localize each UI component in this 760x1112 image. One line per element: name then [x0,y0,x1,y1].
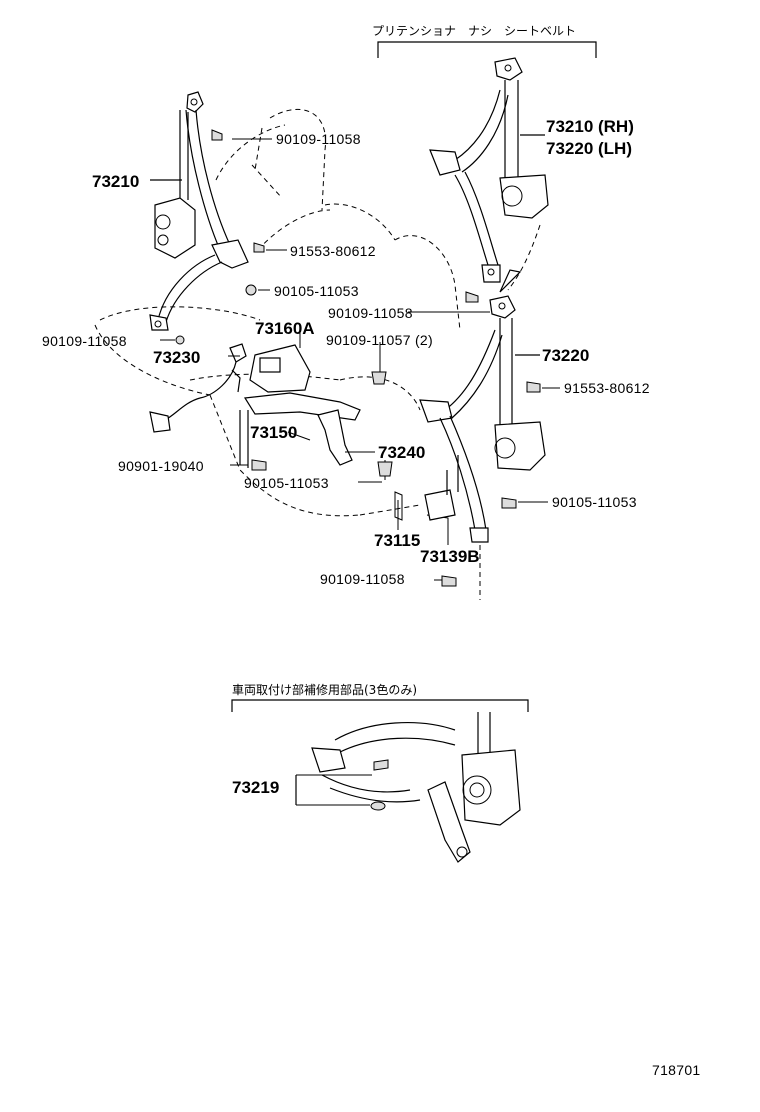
label-90109-11057: 90109-11057 (2) [326,332,433,348]
top-header-text: プリテンショナ ナシ シートベルト [372,24,576,38]
label-73219: 73219 [232,778,279,797]
label-90105-11053-b: 90105-11053 [244,475,329,491]
bottom-header-bracket [231,699,529,712]
label-73240: 73240 [378,443,425,462]
left-leaders [150,129,287,345]
label-73220-lh: 73220 (LH) [546,139,632,158]
right-lower-retractor-73220 [419,295,546,543]
label-73115: 73115 [374,531,420,550]
label-90109-11058-b: 90109-11058 [328,305,413,321]
bottom-header-text: 車両取付け部補修用部品(3色のみ) [232,682,417,697]
right-lower-leaders [408,291,560,600]
label-90109-11058-d: 90109-11058 [320,571,405,587]
label-90105-11053-a: 90105-11053 [274,283,359,299]
top-header-bracket [377,41,597,58]
left-retractor-73210 [149,91,249,331]
bottom-assembly [311,712,521,863]
label-91553-80612-a: 91553-80612 [290,243,376,259]
label-73230: 73230 [153,348,200,367]
label-90105-11053-c: 90105-11053 [552,494,637,510]
indicator-arrow [499,224,541,293]
label-90109-11058-a: 90109-11058 [276,131,361,147]
label-90901-19040: 90901-19040 [118,458,204,474]
label-73210-left: 73210 [92,172,139,191]
label-73150: 73150 [250,423,297,442]
label-73220: 73220 [542,346,589,365]
seat-outline [94,109,461,517]
label-91553-80612-b: 91553-80612 [564,380,650,396]
label-73160a: 73160A [255,319,315,338]
bottom-leaders [295,774,372,806]
label-90109-11058-c: 90109-11058 [42,333,127,349]
footer-code: 718701 [652,1062,701,1078]
label-73139b: 73139B [420,547,480,566]
center-parts [149,343,403,521]
right-upper-retractor [429,57,549,283]
label-73210-rh: 73210 (RH) [546,117,634,136]
